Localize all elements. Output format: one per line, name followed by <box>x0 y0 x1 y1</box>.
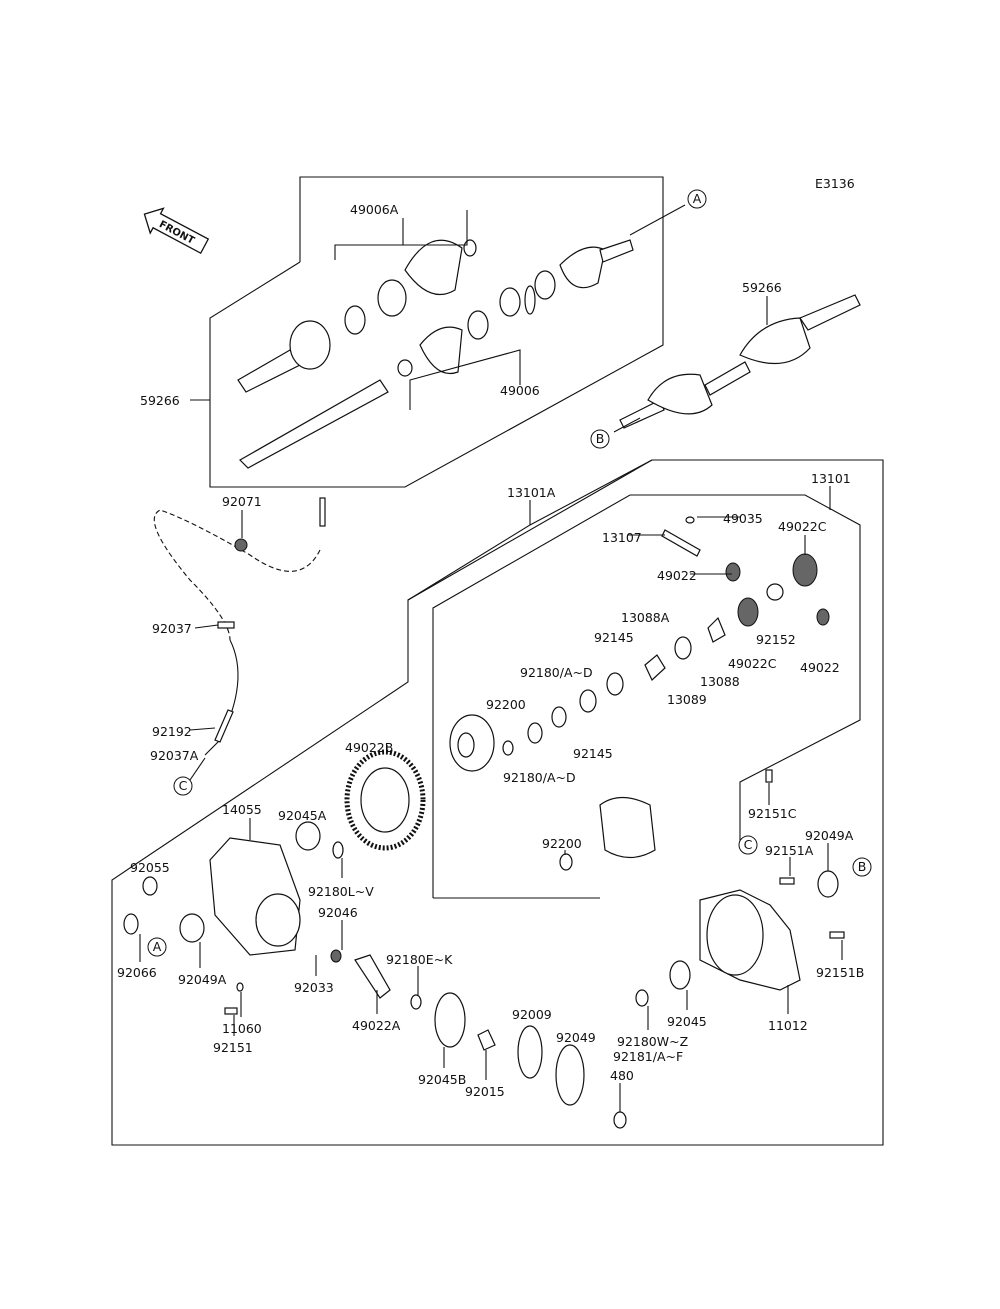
gear-case-frame <box>432 494 861 898</box>
part-label: 92192 <box>152 724 192 739</box>
part-label: 92049A <box>805 828 854 843</box>
part-label: 49022C <box>778 519 827 534</box>
part-label: 92037 <box>152 621 192 636</box>
part-label: 92180/A~D <box>503 770 576 785</box>
diagram-code: E3136 <box>815 176 855 191</box>
part-label: 92145 <box>573 746 613 761</box>
svg-text:B: B <box>596 431 605 446</box>
part-label: 92151 <box>213 1040 253 1055</box>
gear-case <box>449 714 495 772</box>
part-label: 92049A <box>178 972 227 987</box>
left-drive-shaft <box>237 239 634 469</box>
svg-text:C: C <box>744 837 753 852</box>
front-arrow-icon: FRONT <box>143 207 210 255</box>
part-label: 92145 <box>594 630 634 645</box>
part-label: 92045A <box>278 808 327 823</box>
part-label: 59266 <box>140 393 180 408</box>
part-label: 92152 <box>756 632 796 647</box>
ref-a-top: A <box>687 189 707 209</box>
right-drive-shaft <box>619 294 861 429</box>
part-label: 13107 <box>602 530 642 545</box>
part-label: 92151C <box>748 806 797 821</box>
svg-text:C: C <box>179 778 188 793</box>
part-label: 92200 <box>542 836 582 851</box>
ref-c-left: C <box>173 776 193 796</box>
rear-cover-11012 <box>699 889 801 991</box>
ring-gear <box>344 749 426 851</box>
drive-shaft-frame <box>209 176 664 488</box>
part-label: 92045B <box>418 1072 466 1087</box>
part-label: 92046 <box>318 905 358 920</box>
svg-text:A: A <box>153 939 162 954</box>
ref-b-right: B <box>852 857 872 877</box>
part-label: 11012 <box>768 1018 808 1033</box>
part-label: 92180W~Z <box>617 1034 688 1049</box>
ref-a-left: A <box>147 937 167 957</box>
part-label: 92200 <box>486 697 526 712</box>
part-label: 92045 <box>667 1014 707 1029</box>
part-label: 49022 <box>800 660 840 675</box>
leader-lines <box>139 204 843 1112</box>
ref-b-top: B <box>590 429 610 449</box>
part-label: 92049 <box>556 1030 596 1045</box>
part-label: 49006A <box>350 202 399 217</box>
part-label: 92015 <box>465 1084 505 1099</box>
part-label: 13089 <box>667 692 707 707</box>
part-label: 92033 <box>294 980 334 995</box>
part-label: 92151B <box>816 965 864 980</box>
part-label: 480 <box>610 1068 634 1083</box>
part-label: 11060 <box>222 1021 262 1036</box>
part-label: 49022B <box>345 740 393 755</box>
part-label: 13101A <box>507 485 556 500</box>
part-label: 92181/A~F <box>613 1049 683 1064</box>
part-label: 49006 <box>500 383 540 398</box>
ref-c-right: C <box>738 835 758 855</box>
part-label: 49022C <box>728 656 777 671</box>
part-label: 49022 <box>657 568 697 583</box>
svg-text:B: B <box>858 859 867 874</box>
part-label: 92037A <box>150 748 199 763</box>
part-label: 92009 <box>512 1007 552 1022</box>
part-label: 59266 <box>742 280 782 295</box>
part-label: 13101 <box>811 471 851 486</box>
front-housing-14055 <box>209 837 301 956</box>
part-label: 49022A <box>352 1018 401 1033</box>
part-label: 49035 <box>723 511 763 526</box>
svg-text:A: A <box>693 191 702 206</box>
part-label: 92066 <box>117 965 157 980</box>
breather-hose <box>153 509 321 641</box>
differential-frame <box>111 459 884 1146</box>
part-label: 92151A <box>765 843 814 858</box>
differential-housing <box>599 796 656 859</box>
part-label: 92055 <box>130 860 170 875</box>
part-label: 92180L~V <box>308 884 374 899</box>
part-label: 13088A <box>621 610 670 625</box>
part-label: 92180E~K <box>386 952 453 967</box>
part-labels: E3136 49006A 59266 59266 49006 92071 131… <box>117 176 864 1099</box>
part-label: 13088 <box>700 674 740 689</box>
part-label: 14055 <box>222 802 262 817</box>
part-label: 92180/A~D <box>520 665 593 680</box>
part-label: 92071 <box>222 494 262 509</box>
